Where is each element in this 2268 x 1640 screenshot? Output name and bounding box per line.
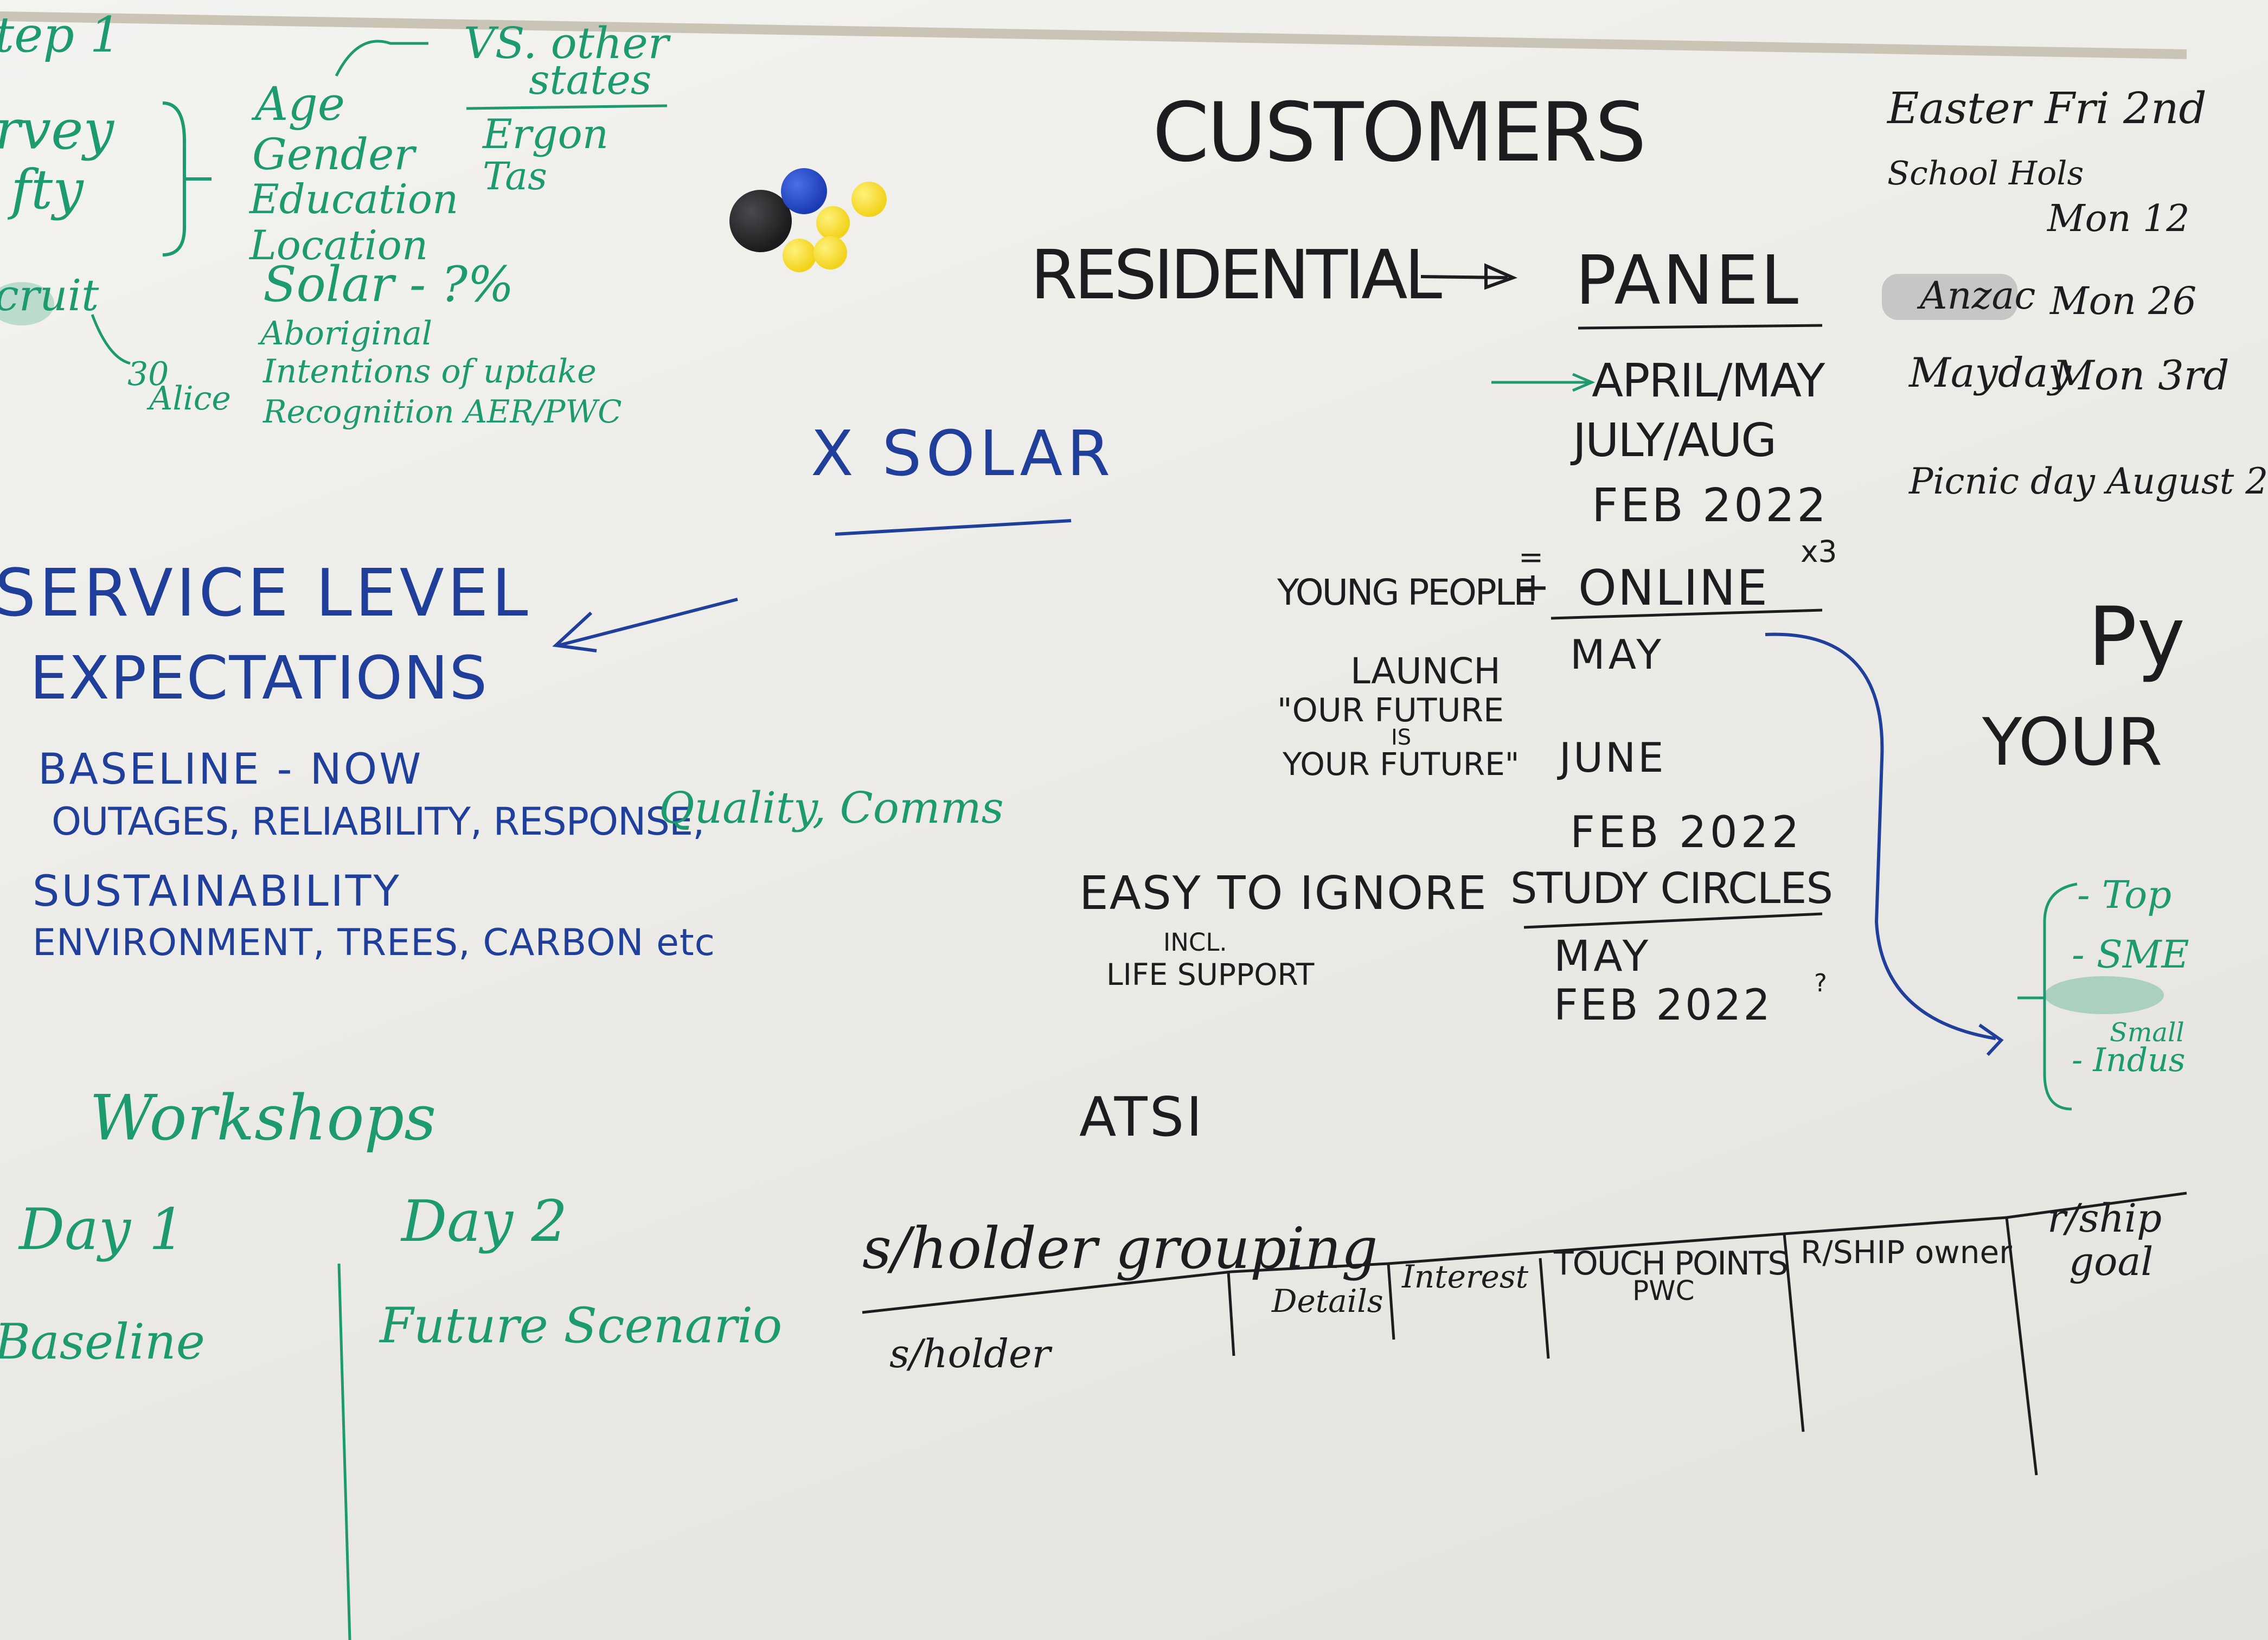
- age-label: Age: [255, 78, 345, 131]
- study-may-label: MAY: [1554, 932, 1652, 981]
- x-solar-label: X SOLAR: [811, 418, 1115, 490]
- study-circles-heading: STUDY CIRCLES: [1510, 864, 1833, 913]
- anzac-label: Anzac: [1920, 273, 2036, 318]
- life-support-label: LIFE SUPPORT: [1106, 957, 1315, 992]
- yellow-magnet: [783, 239, 816, 272]
- our-future-label: "OUR FUTURE: [1277, 691, 1504, 729]
- recruit-label: cruit: [0, 270, 99, 321]
- x3-mark: x3: [1801, 534, 1837, 569]
- recognition-label: Recognition AER/PWC: [263, 393, 622, 430]
- vs-other-label: VS. other: [464, 18, 669, 68]
- touch-points-header: TOUCH POINTS: [1554, 1245, 1789, 1283]
- interest-header: Interest: [1402, 1258, 1529, 1295]
- online-heading: ONLINE: [1578, 560, 1769, 617]
- picnic-day-label: Picnic day August 2: [1909, 460, 2268, 502]
- alice-number: 30: [127, 355, 169, 393]
- stakeholder-grouping-header: s/holder grouping: [862, 1215, 1378, 1282]
- rship-goal-header: r/ship: [2047, 1195, 2162, 1241]
- future-scenario-label: Future Scenario: [380, 1297, 783, 1354]
- marker-strokes: [0, 11, 2187, 1640]
- stakeholder-header: s/holder: [889, 1331, 1051, 1376]
- your-label: YOUR: [1982, 705, 2163, 780]
- customers-heading: CUSTOMERS: [1152, 86, 1646, 180]
- intentions-label: Intentions of uptake: [263, 353, 597, 390]
- is-label: IS: [1391, 725, 1412, 750]
- easter-label: Easter Fri 2nd: [1887, 83, 2207, 133]
- mon-26-label: Mon 26: [2050, 279, 2197, 323]
- ergon-label: Ergon: [483, 110, 609, 158]
- gender-label: Gender: [252, 129, 415, 180]
- outages-label: OUTAGES, RELIABILITY, RESPONSE,: [52, 799, 704, 844]
- yellow-magnet: [851, 182, 887, 217]
- survey-label: rvey: [0, 98, 114, 162]
- mon-12-label: Mon 12: [2047, 197, 2190, 240]
- quality-comms-label: Quality, Comms: [659, 783, 1004, 833]
- rship-owner-header: R/SHIP owner: [1801, 1234, 2012, 1271]
- service-level-heading: SERVICE LEVEL: [0, 556, 531, 631]
- day-1-label: Day 1: [19, 1196, 185, 1263]
- expectations-heading: EXPECTATIONS: [30, 643, 489, 713]
- baseline-now-label: BASELINE - NOW: [38, 745, 424, 794]
- workshops-heading: Workshops: [89, 1082, 437, 1155]
- april-may-label: APRIL/MAY: [1592, 354, 1825, 408]
- plus-mark: +: [1516, 563, 1550, 611]
- education-label: Education: [249, 175, 459, 223]
- incl-label: INCL.: [1163, 928, 1227, 957]
- environment-label: ENVIRONMENT, TREES, CARBON etc: [33, 921, 716, 964]
- py-label: Py: [2088, 590, 2186, 684]
- feb-2022-study-label: FEB 2022: [1554, 981, 1772, 1030]
- launch-label: LAUNCH: [1350, 650, 1501, 692]
- small-list-item: Small: [2110, 1017, 2184, 1048]
- pwc-header: PWC: [1632, 1275, 1695, 1306]
- mon-3rd-label: Mon 3rd: [2053, 351, 2229, 399]
- fty-label: fty: [11, 158, 84, 221]
- question-mark: ?: [1814, 969, 1827, 997]
- top-list-item: - Top: [2077, 873, 2172, 917]
- baseline-workshop-label: Baseline: [0, 1314, 206, 1370]
- panel-heading: PANEL: [1575, 241, 1801, 320]
- yellow-magnet: [816, 206, 850, 240]
- day-2-label: Day 2: [401, 1188, 568, 1254]
- blue-magnet: [781, 168, 827, 214]
- location-label: Location: [249, 221, 428, 269]
- sustainability-label: SUSTAINABILITY: [33, 867, 402, 916]
- goal-header: goal: [2069, 1239, 2154, 1284]
- feb-2022-online-label: FEB 2022: [1570, 807, 1803, 857]
- equals-mark: =: [1519, 540, 1544, 574]
- school-hols-label: School Hols: [1887, 155, 2084, 193]
- july-aug-label: JULY/AUG: [1573, 414, 1777, 467]
- step-label: tep 1: [0, 7, 121, 63]
- tas-label: Tas: [483, 154, 547, 198]
- aboriginal-label: Aboriginal: [260, 315, 432, 353]
- indus-list-item: - Indus: [2072, 1041, 2186, 1079]
- states-label: states: [529, 56, 652, 104]
- young-people-label: YOUNG PEOPLE: [1277, 572, 1536, 613]
- black-magnet: [729, 190, 792, 252]
- your-future-label: YOUR FUTURE": [1283, 746, 1520, 783]
- easy-to-ignore-label: EASY TO IGNORE: [1079, 867, 1488, 920]
- whiteboard: tep 1 rvey fty cruit 30 Alice Age Gender…: [0, 7, 2268, 1640]
- online-may-label: MAY: [1570, 631, 1665, 678]
- alice-label: Alice: [149, 380, 231, 418]
- sme-list-item: - SME: [2072, 932, 2189, 977]
- feb-2022-panel-label: FEB 2022: [1592, 479, 1829, 533]
- details-header: Details: [1272, 1283, 1383, 1319]
- residential-label: RESIDENTIAL: [1030, 236, 1442, 315]
- mayday-label: Mayday: [1909, 349, 2071, 396]
- yellow-magnet: [813, 236, 847, 270]
- june-label: JUNE: [1559, 734, 1666, 781]
- solar-percent-label: Solar - ?%: [263, 256, 514, 313]
- atsi-label: ATSI: [1079, 1085, 1205, 1149]
